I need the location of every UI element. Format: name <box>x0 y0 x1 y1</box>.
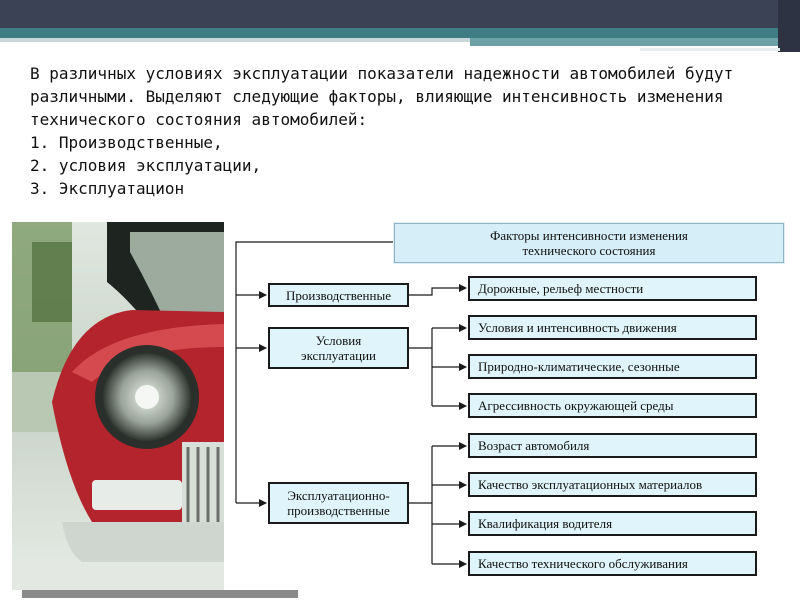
group-node-operating-conditions: Условия эксплуатации <box>268 327 409 369</box>
factor-node: Качество эксплуатационных материалов <box>468 472 757 497</box>
slide-accent-highlight <box>640 48 780 51</box>
slide-accent-stripe-right <box>470 38 800 46</box>
group-node-operational-production: Эксплуатационно-производственные <box>268 482 409 524</box>
factor-list-item: 3. Эксплуатацион <box>30 179 185 198</box>
slide-corner-block <box>778 0 800 52</box>
factor-node: Условия и интенсивность движения <box>468 315 757 340</box>
diagram-root-label: Факторы интенсивности изменения техничес… <box>490 228 688 258</box>
group-node-label: Производственные <box>286 287 391 303</box>
factor-node: Дорожные, рельеф местности <box>468 276 757 301</box>
factor-list: 1. Производственные, 2. условия эксплуат… <box>30 131 750 200</box>
factor-node-label: Природно-климатические, сезонные <box>478 359 680 374</box>
group-node-label: Эксплуатационно-производственные <box>287 488 390 518</box>
factor-node-label: Качество эксплуатационных материалов <box>478 477 703 492</box>
factor-node-label: Квалификация водителя <box>478 516 613 531</box>
factor-node: Возраст автомобиля <box>468 433 757 458</box>
photo-shadow <box>22 590 298 598</box>
slide-accent-line <box>0 38 470 42</box>
group-node-label: Условия эксплуатации <box>300 333 377 363</box>
factor-node-label: Качество технического обслуживания <box>478 556 688 571</box>
slide-header-bar <box>0 0 800 28</box>
diagram-root-node: Факторы интенсивности изменения техничес… <box>394 223 784 263</box>
factor-node-label: Агрессивность окружающей среды <box>478 398 674 413</box>
factor-node: Природно-климатические, сезонные <box>468 354 757 379</box>
diagram-connectors <box>235 241 467 568</box>
car-photo <box>12 222 224 590</box>
factor-list-item: 1. Производственные, <box>30 133 223 152</box>
factor-node-label: Возраст автомобиля <box>478 438 590 453</box>
factor-node-label: Дорожные, рельеф местности <box>478 281 644 296</box>
factor-node: Квалификация водителя <box>468 511 757 536</box>
factor-node: Качество технического обслуживания <box>468 551 757 576</box>
factor-node: Агрессивность окружающей среды <box>468 393 757 418</box>
car-illustration <box>12 222 224 590</box>
factor-node-label: Условия и интенсивность движения <box>478 320 677 335</box>
slide-accent-stripe <box>0 28 800 38</box>
factor-list-item: 2. условия эксплуатации, <box>30 156 262 175</box>
intro-paragraph: В различных условиях эксплуатации показа… <box>30 64 734 129</box>
factors-diagram: Факторы интенсивности изменения техничес… <box>224 220 784 580</box>
group-node-production: Производственные <box>268 283 409 307</box>
intro-text: В различных условиях эксплуатации показа… <box>30 62 750 200</box>
